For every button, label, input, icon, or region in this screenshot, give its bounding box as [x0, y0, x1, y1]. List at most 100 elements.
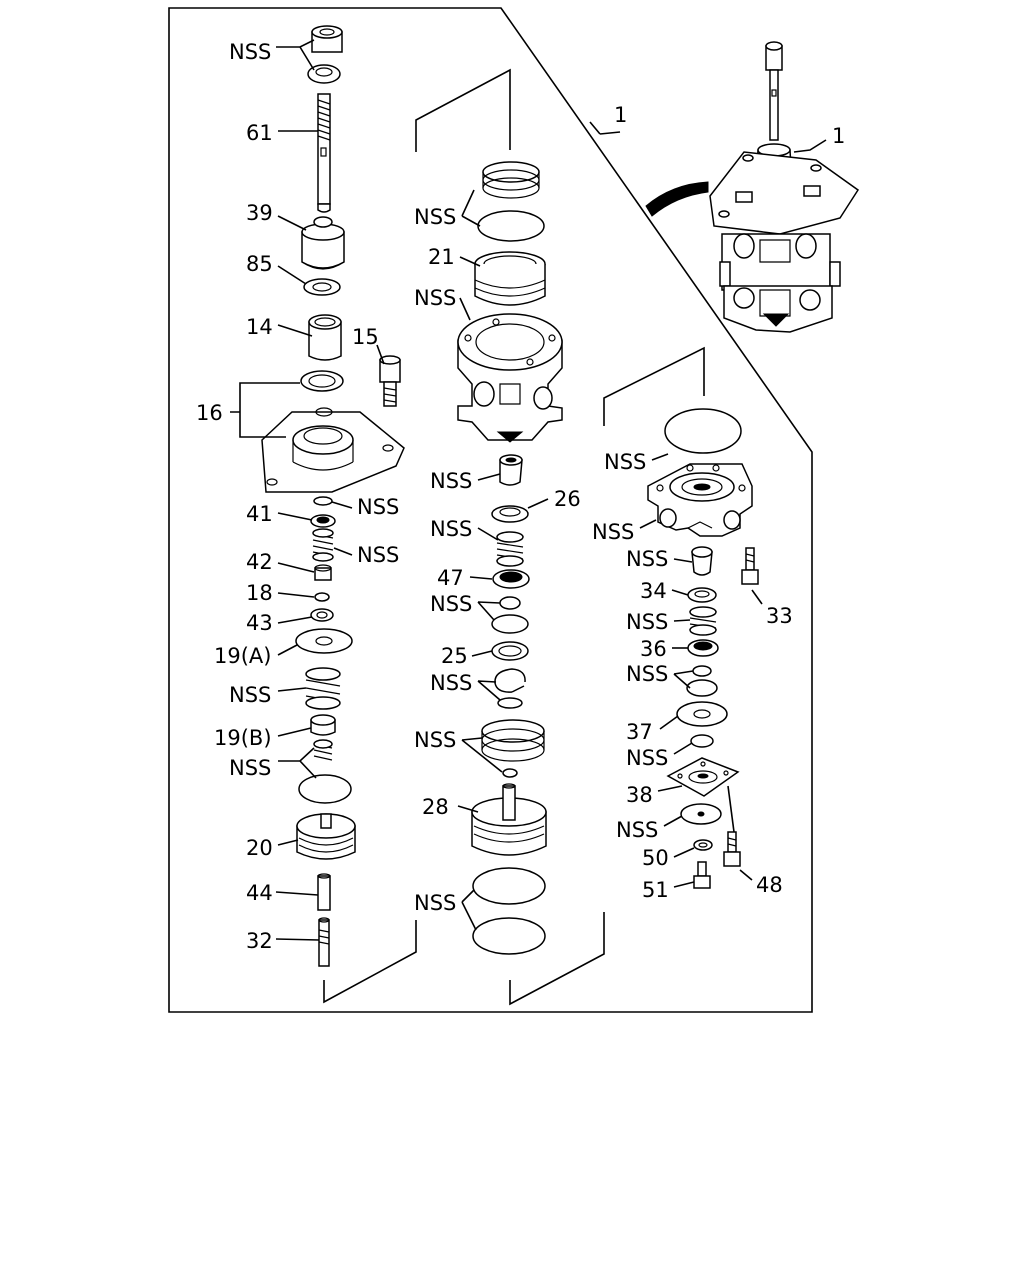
part-19b-seat	[310, 714, 336, 736]
part-spring-c	[313, 739, 333, 761]
label-61: 61	[246, 121, 273, 145]
label-nss-m4: NSS	[430, 517, 472, 541]
middle-bracket-bottom	[323, 920, 417, 1004]
label-20: 20	[246, 836, 273, 860]
part-50-washer	[693, 839, 713, 851]
part-assembly-view	[645, 41, 860, 333]
part-snap-ring-m	[494, 668, 526, 693]
right-leader-lines	[639, 453, 763, 888]
part-15-bolt	[379, 355, 401, 407]
right-column-parts	[647, 408, 759, 889]
part-upper-housing	[457, 313, 563, 443]
part-seal-m4	[497, 697, 523, 709]
part-38-cover	[666, 757, 740, 797]
label-36: 36	[640, 637, 667, 661]
middle-bracket	[415, 68, 511, 152]
middle-leader-lines	[457, 121, 621, 931]
left-leader-lines	[230, 39, 385, 941]
part-26-ring	[491, 505, 529, 523]
part-spring-a	[312, 528, 334, 562]
part-labels: NSS 61 39 85 14 15 16 NSS 41 NSS 42 18 4…	[196, 40, 845, 953]
part-diaphragm-r1	[664, 408, 742, 454]
label-nss-a: NSS	[357, 495, 399, 519]
part-seal-r3	[680, 803, 722, 825]
label-38: 38	[626, 783, 653, 807]
label-16: 16	[196, 401, 223, 425]
diagram-frame	[168, 7, 813, 1013]
left-column-parts	[261, 25, 405, 967]
label-nss-b: NSS	[357, 543, 399, 567]
label-nss-r6: NSS	[626, 746, 668, 770]
part-lower-housing	[647, 463, 753, 537]
part-39-cap	[301, 216, 345, 270]
part-43-washer	[310, 608, 334, 622]
part-diaphragm-m2	[472, 867, 546, 905]
label-nss-r5: NSS	[626, 662, 668, 686]
part-85-ring	[303, 278, 341, 296]
part-snap-ring-r	[690, 734, 714, 748]
label-51: 51	[642, 878, 669, 902]
part-small-seal	[313, 496, 333, 506]
label-nss-r1: NSS	[604, 450, 646, 474]
label-nss-r3: NSS	[626, 547, 668, 571]
part-diaphragm-m3	[472, 917, 546, 955]
label-nss-r4: NSS	[626, 610, 668, 634]
label-25: 25	[441, 644, 468, 668]
label-nss-top: NSS	[229, 40, 271, 64]
label-nss-m6: NSS	[430, 671, 472, 695]
part-14-sleeve	[308, 314, 342, 361]
part-plunger-m	[499, 454, 523, 486]
part-16-flange	[261, 370, 405, 493]
label-26: 26	[554, 487, 581, 511]
assembly-arrow	[645, 181, 709, 217]
label-nss-m8: NSS	[414, 891, 456, 915]
label-nss-d: NSS	[229, 756, 271, 780]
part-seal-ring-m1	[482, 161, 540, 199]
label-1-right: 1	[832, 124, 845, 148]
label-41: 41	[246, 502, 273, 526]
part-nut	[311, 25, 343, 53]
part-seal-r2	[686, 679, 718, 697]
part-spring-m	[496, 531, 524, 567]
part-spring-b	[305, 667, 341, 710]
label-19b: 19(B)	[214, 726, 272, 750]
label-18: 18	[246, 581, 273, 605]
label-37: 37	[626, 720, 653, 744]
part-51-screw	[693, 861, 711, 889]
label-44: 44	[246, 881, 273, 905]
part-seal-m5	[502, 768, 518, 778]
label-33: 33	[766, 604, 793, 628]
part-19a-plate	[295, 628, 353, 654]
label-1-mid: 1	[614, 103, 627, 127]
label-nss-m2: NSS	[414, 286, 456, 310]
label-34: 34	[640, 579, 667, 603]
part-diaphragm-m1	[477, 210, 545, 242]
part-44-pin	[317, 873, 331, 911]
label-42: 42	[246, 550, 273, 574]
label-39: 39	[246, 201, 273, 225]
label-nss-c: NSS	[229, 683, 271, 707]
assembly-leader-lines	[793, 139, 827, 153]
part-47-valve	[492, 569, 530, 589]
part-seal-r1	[692, 665, 712, 677]
middle-bracket-bottom2	[509, 912, 605, 1006]
part-41-washer	[310, 514, 336, 528]
part-diaphragm-left	[298, 774, 352, 804]
part-20-piston	[296, 813, 356, 860]
part-28-piston	[471, 783, 547, 856]
label-32: 32	[246, 929, 273, 953]
part-61-rod	[317, 93, 331, 213]
label-14: 14	[246, 315, 273, 339]
label-21: 21	[428, 245, 455, 269]
part-37-plate	[676, 701, 728, 727]
part-34-ring	[687, 587, 717, 603]
part-18-clip	[314, 592, 330, 602]
part-21-ring	[474, 251, 546, 306]
label-28: 28	[422, 795, 449, 819]
label-15: 15	[352, 325, 379, 349]
part-32-stem	[318, 917, 330, 967]
part-48-screw	[723, 831, 741, 867]
label-nss-r2: NSS	[592, 520, 634, 544]
part-33-bolt	[741, 547, 759, 585]
part-spring-r	[689, 606, 717, 636]
